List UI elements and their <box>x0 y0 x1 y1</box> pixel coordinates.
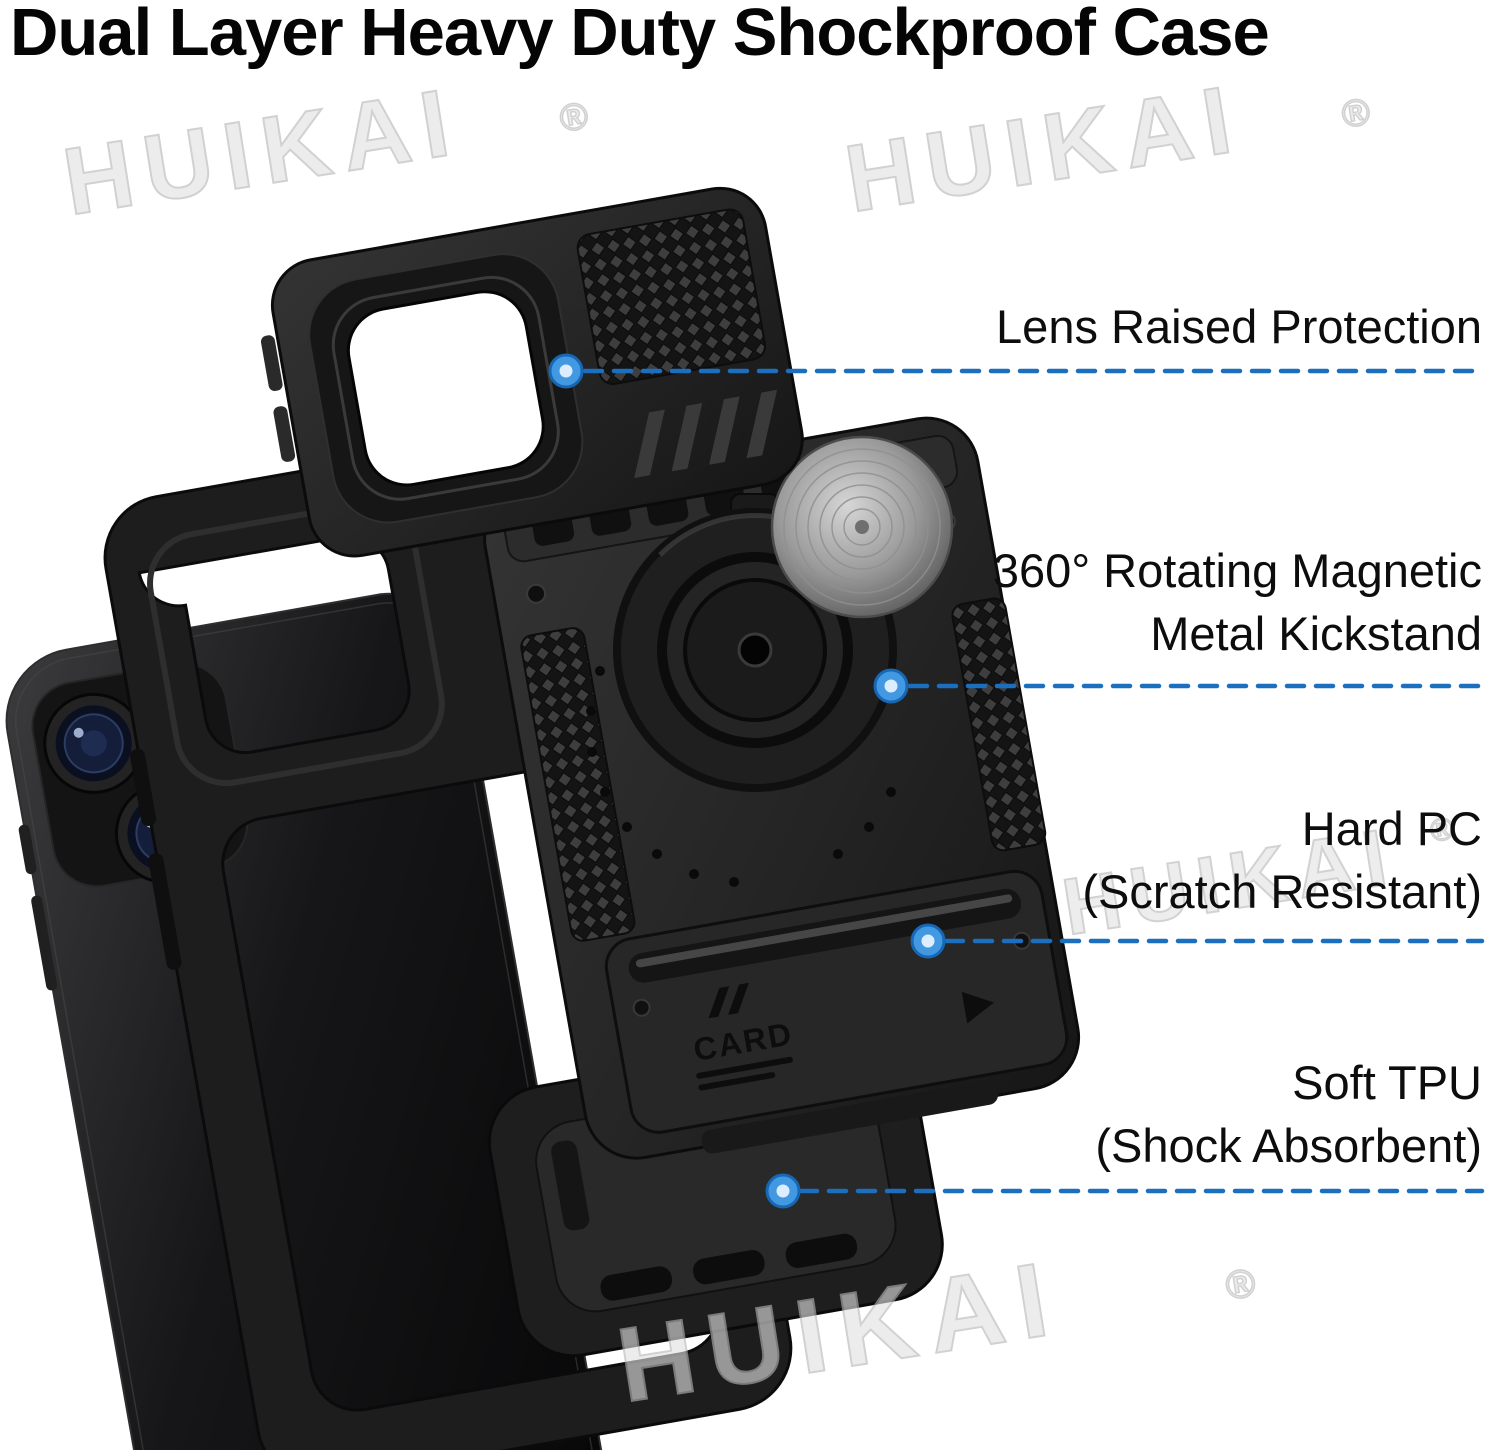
page-title: Dual Layer Heavy Duty Shockproof Case <box>10 0 1270 70</box>
speaker-hole-dots <box>586 666 896 887</box>
kickstand-flap: CARD <box>604 869 1069 1134</box>
callout-kickstand: 360° Rotating Magnetic Metal Kickstand <box>993 540 1482 665</box>
inner-case-camera-cutout <box>147 501 445 787</box>
anchor-dot <box>910 923 946 959</box>
grip-texture <box>520 627 636 942</box>
phone-volume-button <box>18 824 37 875</box>
card-logo-icon <box>708 982 749 1019</box>
callout-text: Soft TPU <box>1292 1056 1482 1109</box>
screw-icon <box>632 998 651 1017</box>
anchor-dot <box>873 668 909 704</box>
callout-text: Hard PC <box>1301 802 1482 855</box>
arrow-icon <box>961 991 995 1024</box>
callout-hard-pc: Hard PC (Scratch Resistant) <box>1082 798 1482 923</box>
callout-lens-protection: Lens Raised Protection <box>996 296 1482 359</box>
registered-icon: ® <box>1339 91 1373 137</box>
case-button <box>130 748 157 827</box>
anchor-dot <box>765 1173 801 1209</box>
callout-text: Metal Kickstand <box>1150 606 1482 660</box>
anchor-dot <box>548 353 584 389</box>
ring-center-hole <box>737 632 773 668</box>
callout-soft-tpu: Soft TPU (Shock Absorbent) <box>1095 1052 1482 1177</box>
magnetic-metal-disc <box>770 435 954 619</box>
grip-texture <box>951 597 1047 852</box>
watermark: HUIKAI ® <box>56 68 592 237</box>
camera-opening <box>346 290 545 487</box>
callout-text: Lens Raised Protection <box>996 300 1482 353</box>
screw-icon <box>526 583 547 604</box>
phone-power-button <box>31 895 58 991</box>
watermark-text: HUIKAI <box>57 69 468 236</box>
registered-icon: ® <box>1223 1261 1259 1309</box>
ring-kickstand <box>613 493 897 792</box>
camera-protection-plate <box>260 186 804 558</box>
grip-ribs <box>634 389 778 478</box>
callout-text: (Shock Absorbent) <box>1095 1118 1482 1172</box>
case-button <box>148 853 182 970</box>
grip-texture <box>576 208 767 385</box>
watermark: HUIKAI ® <box>838 65 1374 234</box>
callout-text: (Scratch Resistant) <box>1082 864 1482 918</box>
watermark-text: HUIKAI <box>839 66 1250 233</box>
registered-icon: ® <box>557 95 591 141</box>
camera-lens-icon <box>43 692 145 794</box>
callout-text: 360° Rotating Magnetic <box>992 544 1482 597</box>
